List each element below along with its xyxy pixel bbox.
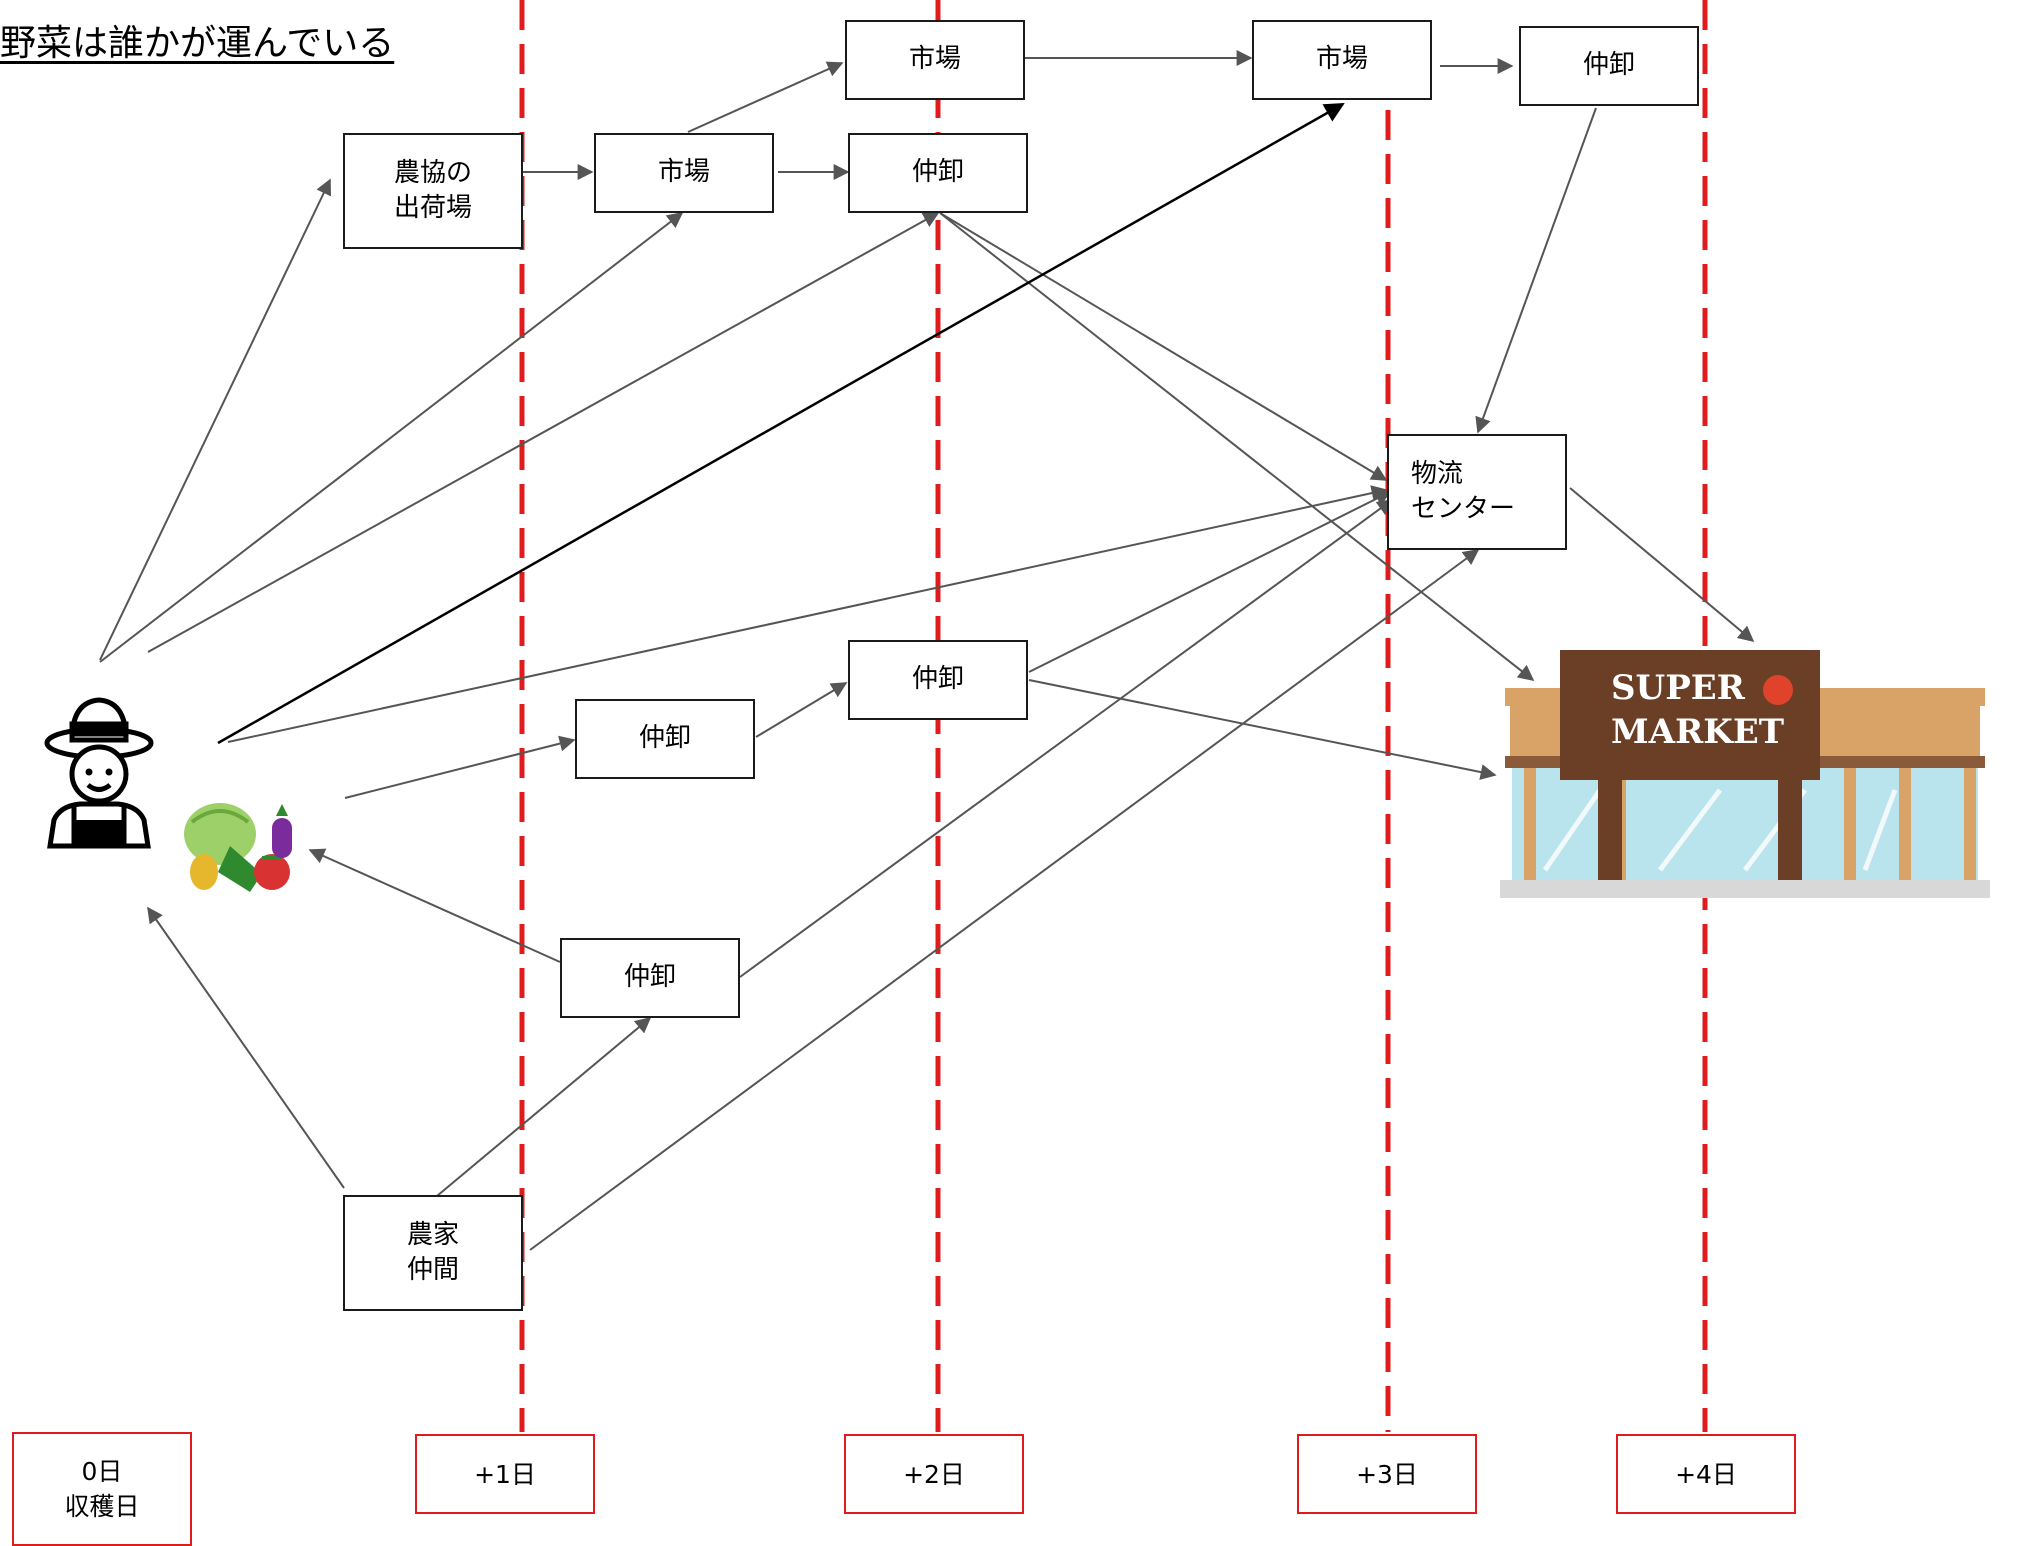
node-label: 物流 センター <box>1411 457 1515 527</box>
node-label: 市場 <box>909 42 961 77</box>
node-wholesaler-mid-1: 仲卸 <box>575 699 755 779</box>
node-wholesaler-mid-2: 仲卸 <box>848 640 1028 720</box>
arrow-farmer-logistics <box>228 490 1386 742</box>
supermarket-sign: SUPER MARKET <box>1575 666 1810 754</box>
arrow-farmer-wholesaler-row2 <box>148 213 938 652</box>
day-text: 0日 収穫日 <box>64 1454 139 1524</box>
arrow-peers-farmer <box>148 908 344 1188</box>
vegetables-icon <box>184 803 292 892</box>
day-label-4: +4日 <box>1616 1434 1796 1514</box>
arrow-farmer-wholesaler-mid1 <box>345 740 574 798</box>
arrow-wm2-store <box>1029 680 1495 775</box>
supermarket-sign-line2: MARKET <box>1575 710 1810 754</box>
day-label-1: +1日 <box>415 1434 595 1514</box>
node-label: 仲卸 <box>1583 48 1635 83</box>
page-title: 野菜は誰かが運んでいる <box>0 14 394 66</box>
node-label: 市場 <box>658 155 710 190</box>
farmer-icon <box>47 700 151 846</box>
day-label-2: +2日 <box>844 1434 1024 1514</box>
node-label: 市場 <box>1316 42 1368 77</box>
day-text: +2日 <box>903 1457 965 1492</box>
arrow-farmer-market <box>100 213 682 662</box>
node-logistics-center: 物流 センター <box>1387 434 1567 550</box>
supermarket-sign-line1: SUPER <box>1575 666 1810 710</box>
arrow-wm2-logistics <box>1029 492 1390 672</box>
node-label: 農協の 出荷場 <box>394 156 472 226</box>
node-wholesaler-low: 仲卸 <box>560 938 740 1018</box>
arrow-wm1-wm2 <box>756 683 846 737</box>
node-ja-shipping: 農協の 出荷場 <box>343 133 523 249</box>
node-label: 仲卸 <box>912 662 964 697</box>
day-text: +1日 <box>474 1457 536 1492</box>
arrow-logistics-store <box>1570 488 1753 641</box>
arrow-wholesalertop-logistics <box>1478 108 1596 432</box>
node-market-row2: 市場 <box>594 133 774 213</box>
node-label: 仲卸 <box>639 721 691 756</box>
day-label-0: 0日 収穫日 <box>12 1432 192 1546</box>
arrow-farmer-ja <box>100 180 330 660</box>
arrow-market-market-top1 <box>688 63 842 132</box>
node-label: 農家 仲間 <box>407 1218 459 1288</box>
day-label-3: +3日 <box>1297 1434 1477 1514</box>
day-text: +3日 <box>1356 1457 1418 1492</box>
node-farmer-peers: 農家 仲間 <box>343 1195 523 1311</box>
node-label: 仲卸 <box>912 155 964 190</box>
arrow-wlow-logistics <box>740 500 1392 977</box>
node-label: 仲卸 <box>624 960 676 995</box>
node-wholesaler-row2: 仲卸 <box>848 133 1028 213</box>
node-wholesaler-top: 仲卸 <box>1519 26 1699 106</box>
arrow-wholesaler-logistics <box>940 213 1386 480</box>
day-text: +4日 <box>1675 1457 1737 1492</box>
arrow-peers-wlow <box>437 1018 650 1196</box>
node-market-top-2: 市場 <box>1252 20 1432 100</box>
node-market-top-1: 市場 <box>845 20 1025 100</box>
